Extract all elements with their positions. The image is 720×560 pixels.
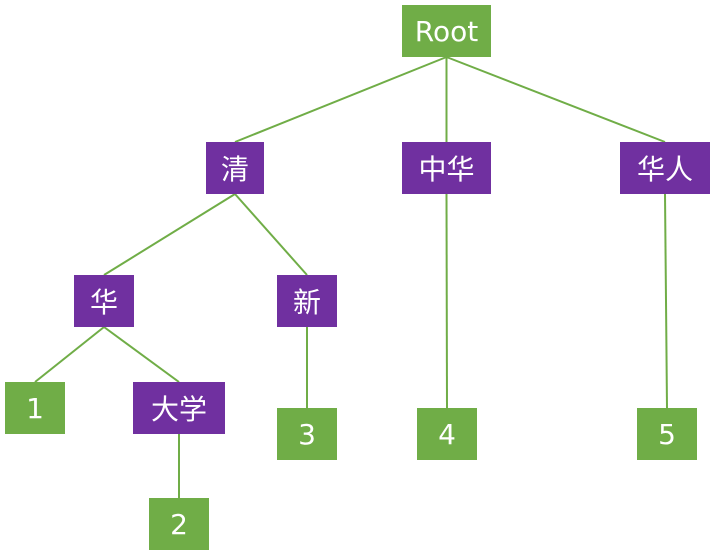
- node-leaf-5: 5: [637, 408, 697, 460]
- edge-hua-leaf1: [34, 326, 105, 383]
- node-huaren: 华人: [620, 142, 710, 194]
- node-leaf-4: 4: [417, 408, 477, 460]
- edge-zhonghua-leaf4: [445, 193, 448, 409]
- node-daxue: 大学: [133, 382, 225, 434]
- node-root: Root: [402, 5, 491, 57]
- edge-root-huaren: [446, 56, 666, 143]
- edge-qing-hua: [103, 193, 236, 276]
- edge-root-qing: [234, 56, 447, 143]
- node-leaf-2: 2: [149, 498, 209, 550]
- node-leaf-3: 3: [277, 408, 337, 460]
- node-xin: 新: [277, 275, 337, 327]
- node-hua: 华: [74, 275, 134, 327]
- edge-qing-xin: [234, 193, 308, 276]
- edge-huaren-leaf5: [664, 193, 668, 409]
- node-zhonghua: 中华: [402, 142, 491, 194]
- node-qing: 清: [206, 142, 264, 194]
- edge-hua-daxue: [103, 326, 180, 383]
- node-leaf-1: 1: [5, 382, 65, 434]
